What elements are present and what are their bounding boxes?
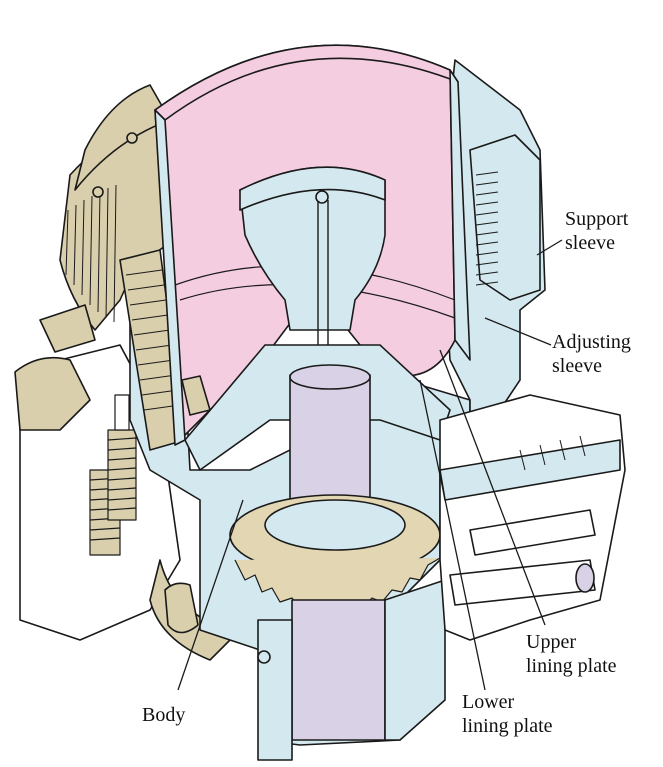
leader-support-sleeve <box>536 239 563 256</box>
head-bolt <box>315 190 329 204</box>
label-lower-lining-plate: Lower lining plate <box>462 690 553 738</box>
housing-top-flange <box>74 84 171 191</box>
countershaft-end <box>449 559 596 606</box>
label-support-sleeve-line1: Support <box>565 208 629 230</box>
lower-housing-right <box>384 579 446 741</box>
gear-ring-inner <box>264 499 406 551</box>
shaft-end-cap <box>575 563 595 593</box>
leader-upper-lining-plate <box>439 349 546 626</box>
leader-lines <box>177 239 563 691</box>
main-shaft-lower <box>291 599 386 741</box>
hopper-wall-right <box>449 69 471 361</box>
support-sleeve-shape <box>469 134 541 301</box>
label-support-sleeve-line2: sleeve <box>565 232 615 254</box>
label-body-line1: Body <box>142 704 186 726</box>
label-upper-lining-plate: Upper lining plate <box>526 630 617 678</box>
label-upper-lining-plate-line2: lining plate <box>526 655 617 677</box>
label-support-sleeve: Support sleeve <box>565 207 628 255</box>
inner-tan-ring <box>181 375 211 416</box>
label-body: Body <box>142 703 185 727</box>
leader-adjusting-sleeve <box>484 317 552 346</box>
label-lower-lining-plate-line1: Lower <box>462 691 515 713</box>
right-drive-stripes <box>519 435 586 471</box>
leader-lower-lining-plate <box>419 379 486 691</box>
shaft-top <box>289 364 371 390</box>
label-adjusting-sleeve-line1: Adjusting <box>552 331 631 353</box>
adjusting-sleeve-threads <box>475 171 499 286</box>
housing-bolt-2 <box>92 186 104 198</box>
lower-left-tan-block <box>164 582 199 634</box>
label-adjusting-sleeve-line2: sleeve <box>552 355 602 377</box>
housing-bolt-1 <box>126 132 138 144</box>
left-threads <box>125 269 181 411</box>
countershaft <box>469 509 596 556</box>
left-arm-casting <box>14 356 91 431</box>
label-upper-lining-plate-line1: Upper <box>526 631 576 653</box>
housing-ribs <box>65 184 117 323</box>
tension-springs <box>89 394 137 556</box>
left-bracket <box>39 304 96 353</box>
label-lower-lining-plate-line2: lining plate <box>462 715 553 737</box>
lower-pin <box>257 650 271 664</box>
mantle-head-top <box>239 166 386 211</box>
label-adjusting-sleeve: Adjusting sleeve <box>552 330 631 378</box>
lower-housing <box>257 619 293 761</box>
leader-body <box>177 499 244 691</box>
